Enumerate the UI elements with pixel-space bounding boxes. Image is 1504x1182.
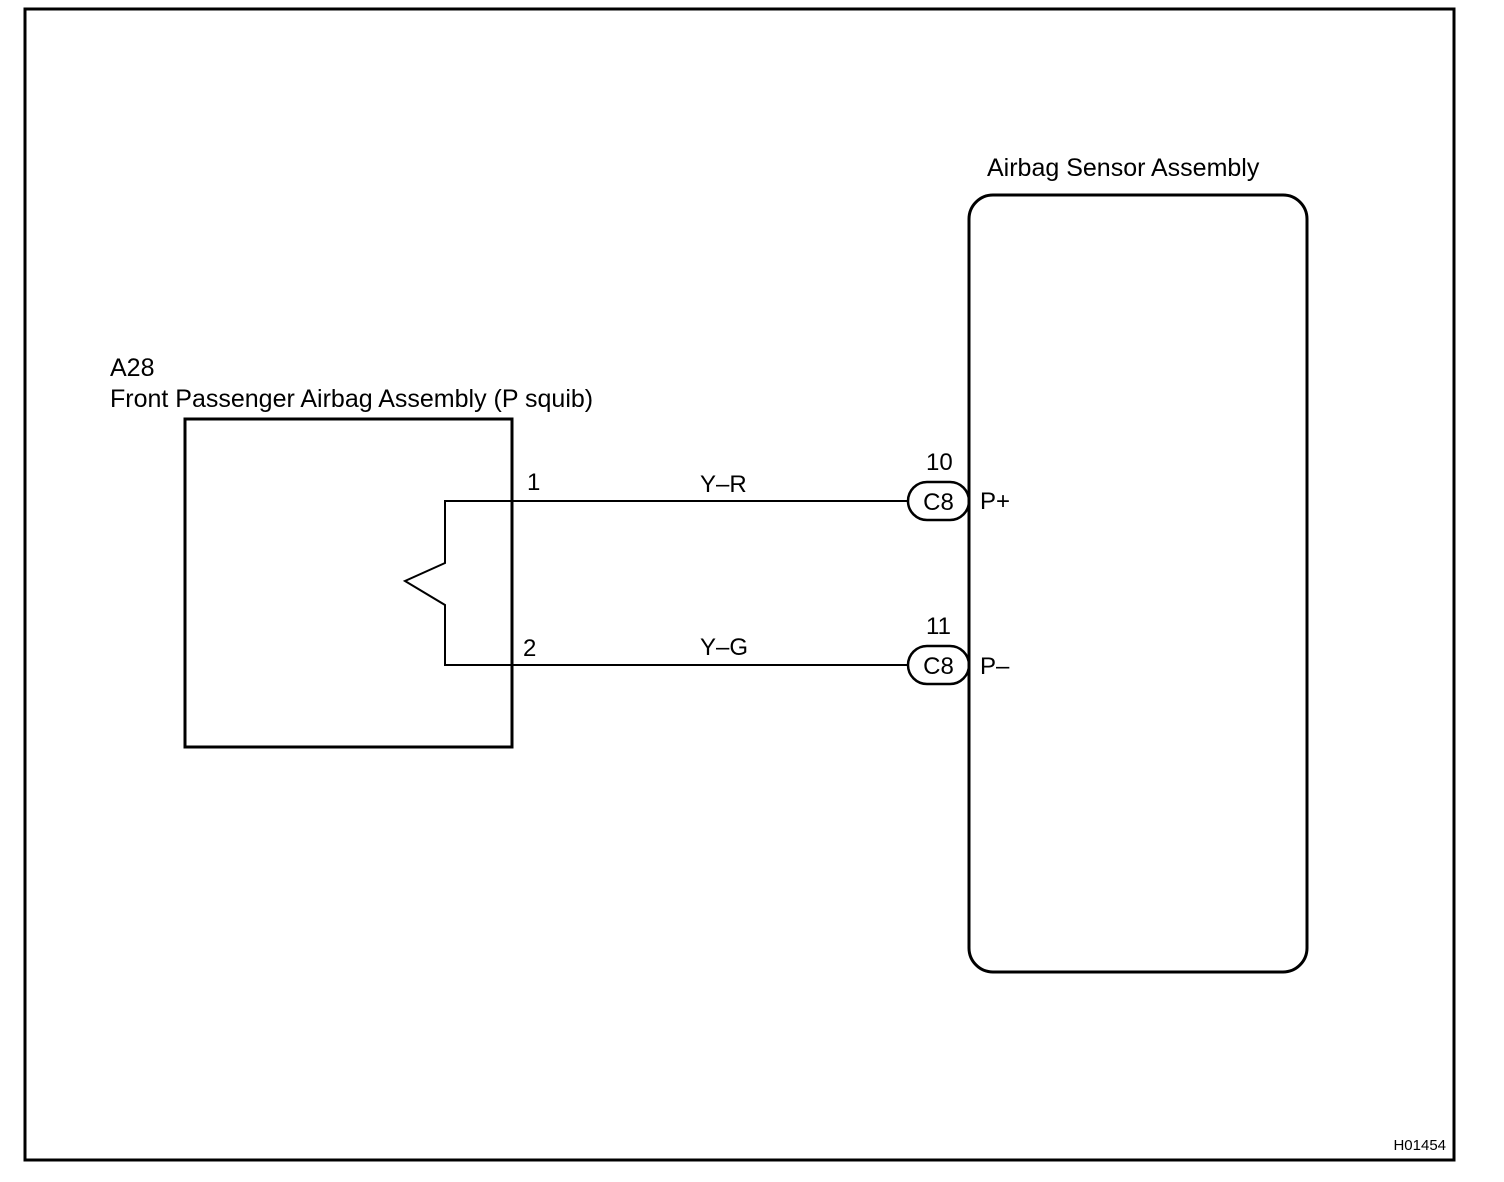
squib-pin-1-label: 1: [527, 469, 540, 496]
diagram-frame: [23, 7, 1456, 1162]
terminal-p-minus-label: P–: [980, 653, 1010, 680]
squib-assembly-title: Front Passenger Airbag Assembly (P squib…: [110, 385, 593, 413]
squib-symbol: [402, 500, 512, 666]
wire-color-label: Y–G: [700, 634, 748, 661]
figure-code: H01454: [1393, 1137, 1446, 1154]
squib-pin-2-label: 2: [523, 635, 536, 662]
connector-pin-11-label: 11: [926, 613, 951, 640]
connector-pin-10-label: 10: [926, 449, 953, 476]
connector-c8-pin-10: [906, 480, 971, 522]
squib-assembly-box: [183, 417, 514, 749]
connector-code-label: C8: [923, 653, 954, 680]
sensor-assembly-box: [967, 193, 1309, 974]
squib-connector-code: A28: [110, 354, 154, 382]
connector-code-label: C8: [923, 489, 954, 516]
terminal-p-plus-label: P+: [980, 488, 1010, 515]
wire-color-label: Y–R: [700, 471, 747, 498]
connector-c8-pin-11: [906, 644, 971, 686]
sensor-assembly-title: Airbag Sensor Assembly: [987, 154, 1260, 182]
